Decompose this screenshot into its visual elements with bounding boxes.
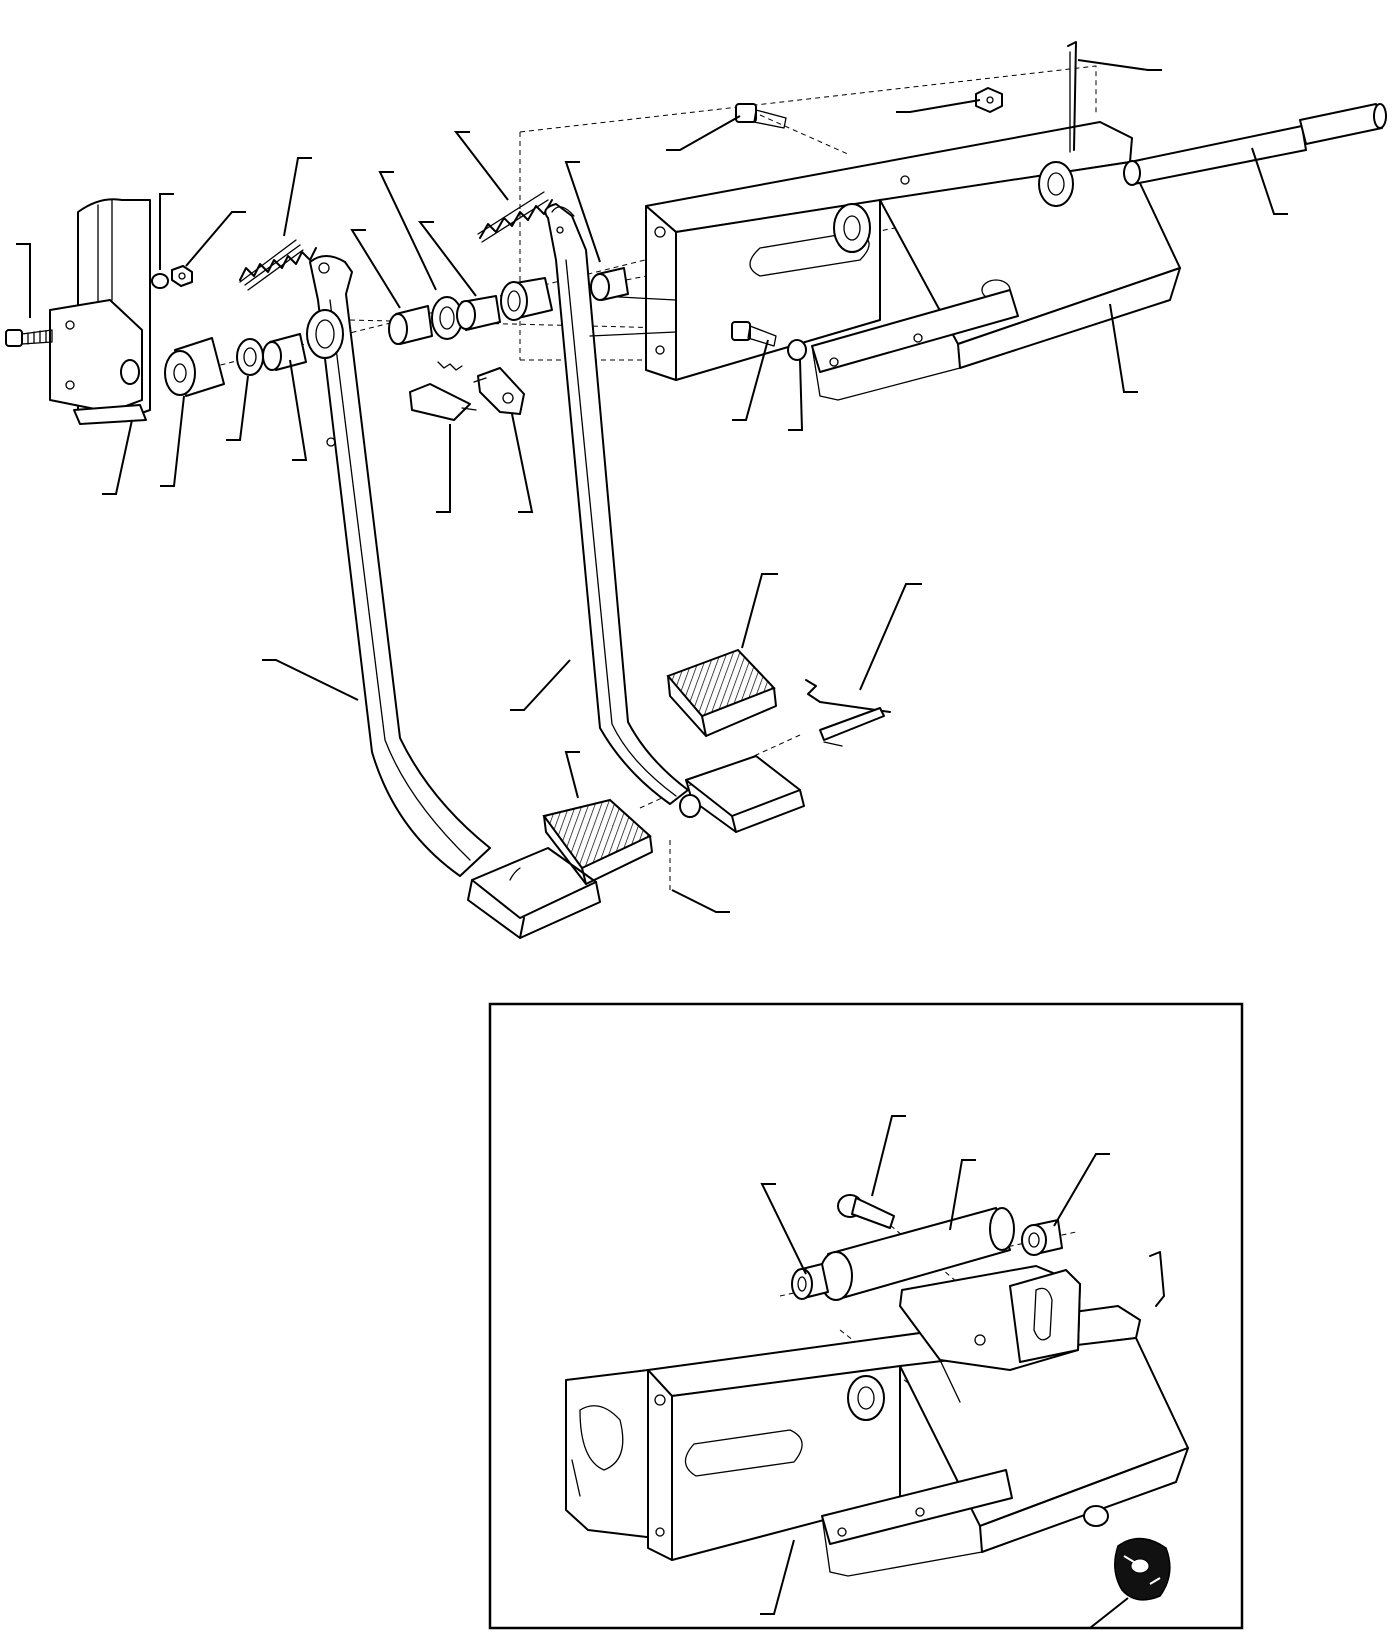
thrust-washer: [236, 338, 264, 376]
bracket-bushings: [590, 161, 1074, 301]
split-pin: [1067, 41, 1077, 153]
large-bushing: [164, 337, 225, 397]
inset-detail-view: [488, 1002, 1244, 1630]
inset-pivot-bracket: [565, 1305, 1189, 1577]
left-pedal-pad: [467, 847, 601, 939]
flanged-bushing-left: [262, 333, 307, 371]
inset-bushing-right: [1021, 1219, 1063, 1256]
right-pedal-arm: [544, 203, 689, 805]
inset-bushing-left: [791, 1263, 829, 1300]
bracket-bolt: [735, 103, 787, 129]
main-exploded-view: [5, 41, 1387, 939]
mounting-bolt: [5, 329, 53, 347]
pivot-shaft: [1123, 103, 1387, 186]
inset-adjuster-plate: [899, 1265, 1081, 1403]
hex-nut: [171, 265, 193, 287]
pedal-link-rod: [805, 679, 891, 747]
center-bushings: [388, 277, 553, 345]
stop-bolt: [731, 321, 807, 361]
inset-adjuster-knob: [1114, 1537, 1171, 1601]
return-spring-left: [239, 239, 317, 291]
inset-frame: [488, 1002, 1244, 1630]
clevis-fork: [473, 367, 525, 415]
right-pedal-rubber: [666, 648, 777, 737]
inset-bolt: [837, 1194, 895, 1229]
lock-washer: [151, 273, 169, 289]
left-pedal-arm: [306, 255, 491, 877]
left-mounting-bracket: [49, 198, 151, 425]
callout-leaders-inset: [760, 1115, 1129, 1629]
right-pedal-pad: [679, 755, 805, 833]
bracket-nut: [975, 87, 1003, 113]
callout-leaders-main: [16, 59, 1288, 913]
pivot-bracket: [589, 121, 1181, 401]
return-spring-center: [477, 191, 553, 243]
clevis-pin: [409, 361, 477, 421]
inset-split-pin: [1149, 1251, 1165, 1307]
left-pedal-rubber: [542, 798, 653, 885]
